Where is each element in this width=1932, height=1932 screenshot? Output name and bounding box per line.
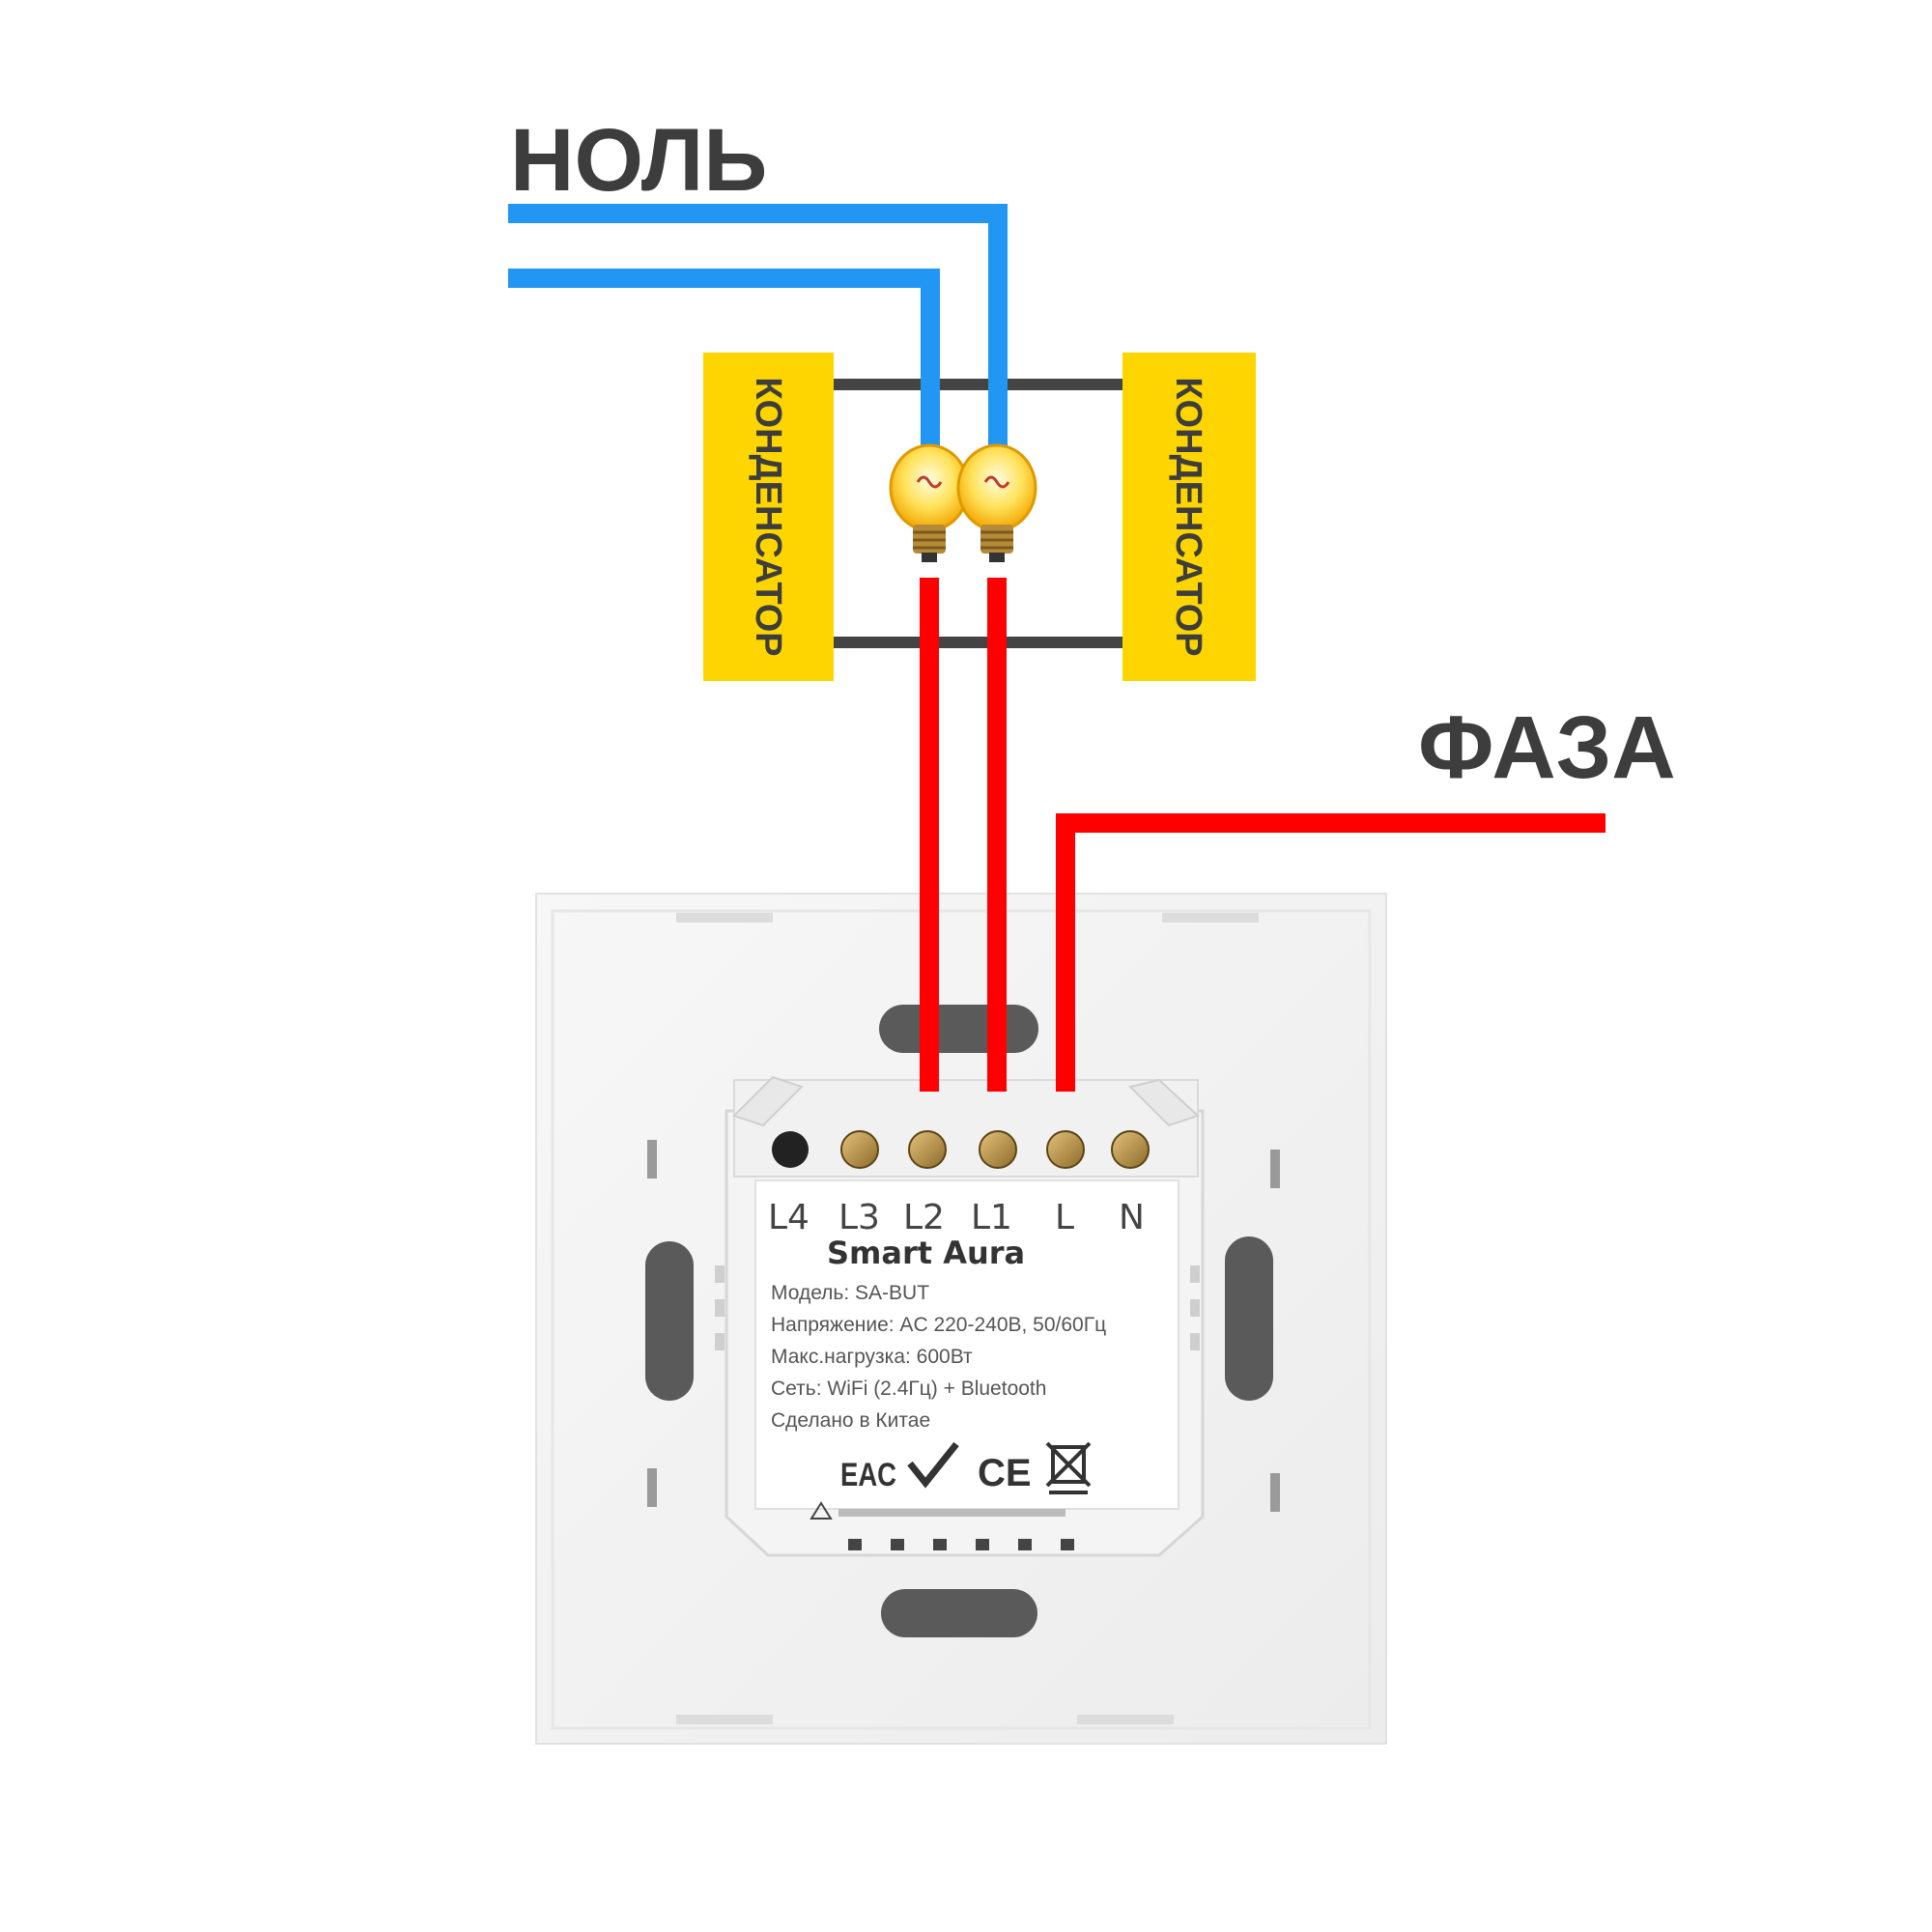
ce-mark: CE [978, 1452, 1032, 1494]
capacitor-right-label: КОНДЕНСАТОР [1168, 377, 1208, 656]
terminal-screws [772, 1130, 1150, 1169]
terminal-label-L2: L2 [903, 1198, 945, 1237]
spec-label [754, 1179, 1179, 1510]
neutral-wire-2 [508, 269, 940, 454]
neutral-label: НОЛЬ [510, 111, 767, 210]
phase-wires [920, 578, 1605, 1092]
terminal-label-L1: L1 [971, 1198, 1012, 1237]
spec-line-model: Модель: SA-BUT [771, 1282, 929, 1304]
check-mark-icon [907, 1441, 959, 1489]
phase-label: ФАЗА [1418, 698, 1676, 797]
switch-module [715, 1075, 1205, 1557]
bulb-right-icon [956, 443, 1037, 562]
capacitor-right: КОНДЕНСАТОР [1122, 353, 1256, 681]
mount-slot-bottom [881, 1589, 1037, 1637]
terminal-label-N: N [1119, 1198, 1145, 1237]
phase-wire-L [1056, 813, 1605, 1092]
spec-line-network: Сеть: WiFi (2.4Гц) + Bluetooth [771, 1378, 1046, 1400]
spec-lines: Модель: SA-BUT Напряжение: AC 220-240В, … [771, 1282, 1106, 1432]
terminal-label-L3: L3 [838, 1198, 880, 1237]
mount-slot-left [645, 1241, 694, 1401]
mount-slot-top [879, 1005, 1038, 1053]
mount-slot-right [1225, 1236, 1273, 1401]
spec-line-origin: Сделано в Китае [771, 1409, 930, 1432]
terminal-label-L: L [1055, 1198, 1074, 1237]
capacitor-leads [831, 379, 1125, 648]
neutral-wire-1 [508, 204, 1008, 449]
warning-icon [810, 1501, 833, 1520]
terminal-labels: L4 L3 L2 L1 L N [768, 1198, 1145, 1237]
capacitor-left: КОНДЕНСАТОР [703, 353, 834, 681]
brand-name: Smart Aura [827, 1235, 1025, 1271]
eac-mark: EAC [840, 1457, 896, 1493]
bulb-left-icon [889, 443, 970, 562]
neutral-wires [508, 204, 1008, 454]
spec-line-voltage: Напряжение: AC 220-240В, 50/60Гц [771, 1314, 1106, 1336]
weee-bin-icon [1045, 1441, 1092, 1494]
terminal-label-L4: L4 [768, 1198, 810, 1237]
spec-line-load: Макс.нагрузка: 600Вт [771, 1346, 973, 1368]
capacitor-left-label: КОНДЕНСАТОР [748, 377, 788, 656]
